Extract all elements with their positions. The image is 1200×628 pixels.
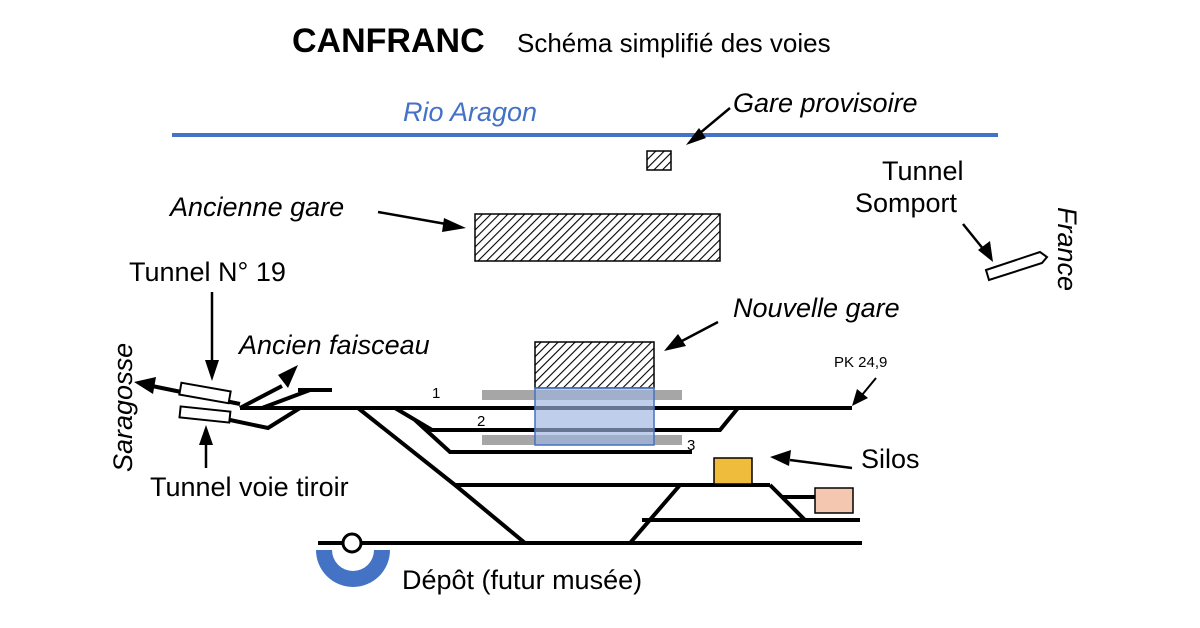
track-voie-tiroir: [229, 406, 302, 431]
ancienne-gare-arrowhead: [442, 218, 466, 232]
depot-label: Dépôt (futur musée): [402, 565, 642, 595]
tunnel-19-label: Tunnel N° 19: [129, 257, 286, 287]
tunnel-somport-portal: [984, 250, 1049, 282]
tunnel-19-portal: [178, 381, 232, 405]
pk-label: PK 24,9: [834, 354, 887, 371]
tunnel-somport-arrowhead: [978, 241, 993, 262]
nouvelle-gare-platform-overlay: [534, 387, 655, 446]
track-network: [151, 384, 862, 545]
ancienne-gare-arrow: [377, 210, 447, 226]
tunnel-somport-label-line1: Tunnel: [882, 156, 964, 186]
title-subtitle: Schéma simplifié des voies: [517, 28, 831, 58]
title-main: CANFRANC: [292, 22, 485, 60]
silos-arrow: [789, 458, 853, 470]
annex-building: [814, 487, 854, 514]
track-3: [413, 418, 692, 454]
silo-building: [713, 457, 753, 485]
saragosse-label: Saragosse: [108, 343, 138, 472]
tunnel-19-arrowhead: [205, 360, 219, 381]
silos-arrowhead: [770, 450, 791, 466]
tunnel-voie-tiroir-arrowhead: [199, 425, 213, 445]
tunnel-voie-tiroir-label: Tunnel voie tiroir: [150, 472, 349, 502]
ancien-faisceau-arrowhead: [278, 365, 298, 388]
gare-provisoire-label: Gare provisoire: [733, 88, 918, 118]
nouvelle-gare-arrowhead: [664, 334, 686, 351]
track-number-2: 2: [477, 413, 485, 430]
pk-arrow: [861, 377, 877, 396]
depot-turntable-centre: [341, 532, 363, 554]
tunnel-voie-tiroir-portal: [178, 405, 232, 424]
gare-provisoire-arrowhead: [686, 128, 706, 145]
nouvelle-gare-label: Nouvelle gare: [733, 293, 900, 323]
ancienne-gare-label: Ancienne gare: [168, 192, 344, 222]
silos-label: Silos: [861, 444, 920, 474]
track-ancien-faisceau: [239, 384, 283, 410]
pk-arrowhead: [852, 389, 868, 406]
track-ancien-faisceau-stub: [261, 388, 332, 410]
france-label: France: [1052, 207, 1082, 291]
gare-provisoire-building: [646, 150, 672, 171]
river-label: Rio Aragon: [403, 97, 537, 127]
track-number-1: 1: [432, 385, 440, 402]
ancienne-gare-building: [474, 213, 721, 262]
tunnel-somport-label-line2: Somport: [855, 188, 958, 218]
track-number-3: 3: [687, 437, 695, 454]
ancien-faisceau-label: Ancien faisceau: [237, 330, 430, 360]
saragosse-arrowhead: [134, 377, 156, 394]
nouvelle-gare-building: [534, 341, 655, 389]
tunnel-somport-arrow: [962, 223, 985, 251]
depot-turntable: [316, 550, 390, 587]
nouvelle-gare-arrow: [679, 320, 719, 344]
track-lower-loop: [628, 483, 682, 545]
